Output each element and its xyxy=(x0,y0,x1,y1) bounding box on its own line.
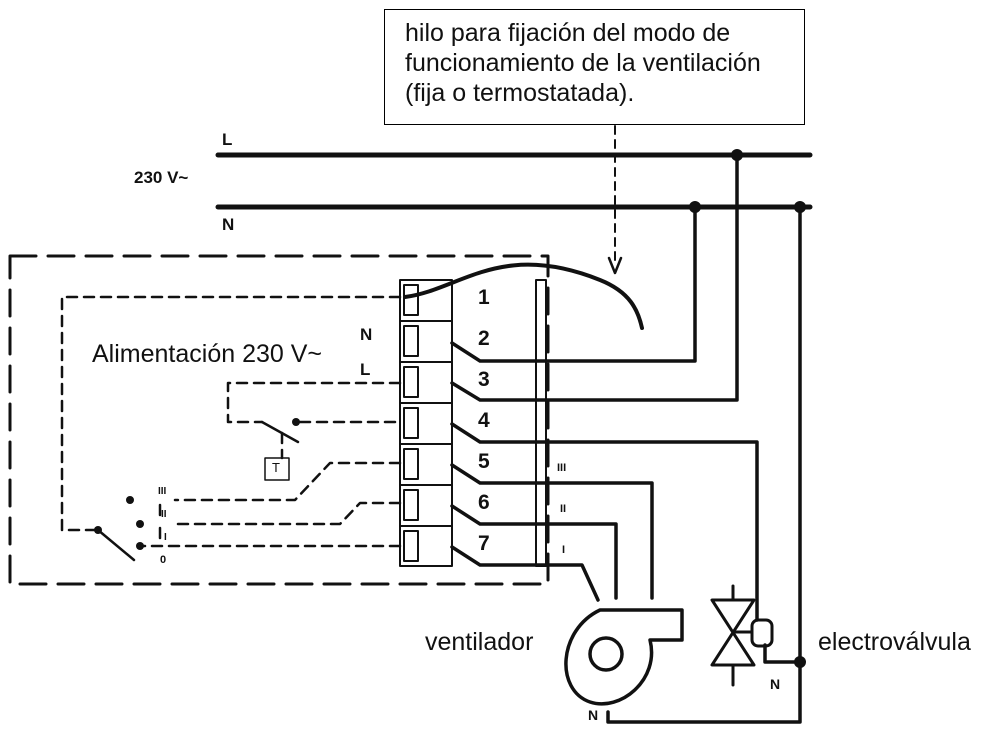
fan-label: ventilador xyxy=(425,628,534,656)
valve-neutral-label: N xyxy=(770,676,781,692)
callout-line-2: funcionamiento de la ventilación xyxy=(405,49,761,77)
junctions xyxy=(94,149,806,668)
line-N-label: N xyxy=(222,215,235,234)
terminal-6-label: 6 xyxy=(478,491,490,514)
thermostat-label: T xyxy=(272,460,280,475)
input-n-label: N xyxy=(360,325,373,344)
callout-arrowhead xyxy=(607,256,623,275)
controller-housing xyxy=(8,254,550,586)
selector-mark-0: 0 xyxy=(160,554,167,566)
selector-mark-iii: III xyxy=(158,486,167,497)
terminal-3-label: 3 xyxy=(478,368,490,391)
fan-blower xyxy=(564,608,684,706)
power-supply-label: Alimentación 230 V~ xyxy=(92,340,323,368)
internal-wiring xyxy=(60,295,402,548)
line-L-label: L xyxy=(222,130,233,149)
input-l-label: L xyxy=(360,360,371,379)
terminal-5-label: 5 xyxy=(478,450,490,473)
thermostat-box xyxy=(264,457,290,481)
callout-line-3: (fija o termostatada). xyxy=(405,79,635,107)
terminal-4-label: 4 xyxy=(478,409,490,432)
terminal-2-label: 2 xyxy=(478,327,490,350)
external-wiring xyxy=(450,153,802,724)
fan-neutral-label: N xyxy=(588,707,599,723)
terminal-block xyxy=(399,279,547,567)
speed-mark-ii: II xyxy=(560,503,567,515)
speed-mark-i: I xyxy=(562,544,566,556)
speed-mark-iii: III xyxy=(557,462,567,474)
speed-selector-lever xyxy=(96,528,136,562)
voltage-label: 230 V~ xyxy=(134,168,189,187)
callout-line-1: hilo para fijación del modo de xyxy=(405,19,731,47)
selector-mark-ii: II xyxy=(161,509,167,520)
thermostat-switch xyxy=(260,420,300,444)
solenoid-valve xyxy=(710,584,774,687)
callout-box: hilo para fijación del modo de funcionam… xyxy=(384,9,805,125)
mode-fixing-wire xyxy=(403,262,644,330)
valve-label: electroválvula xyxy=(818,628,971,656)
terminal-7-label: 7 xyxy=(478,532,490,555)
selector-mark-i: I xyxy=(164,532,167,543)
terminal-1-label: 1 xyxy=(478,286,490,309)
